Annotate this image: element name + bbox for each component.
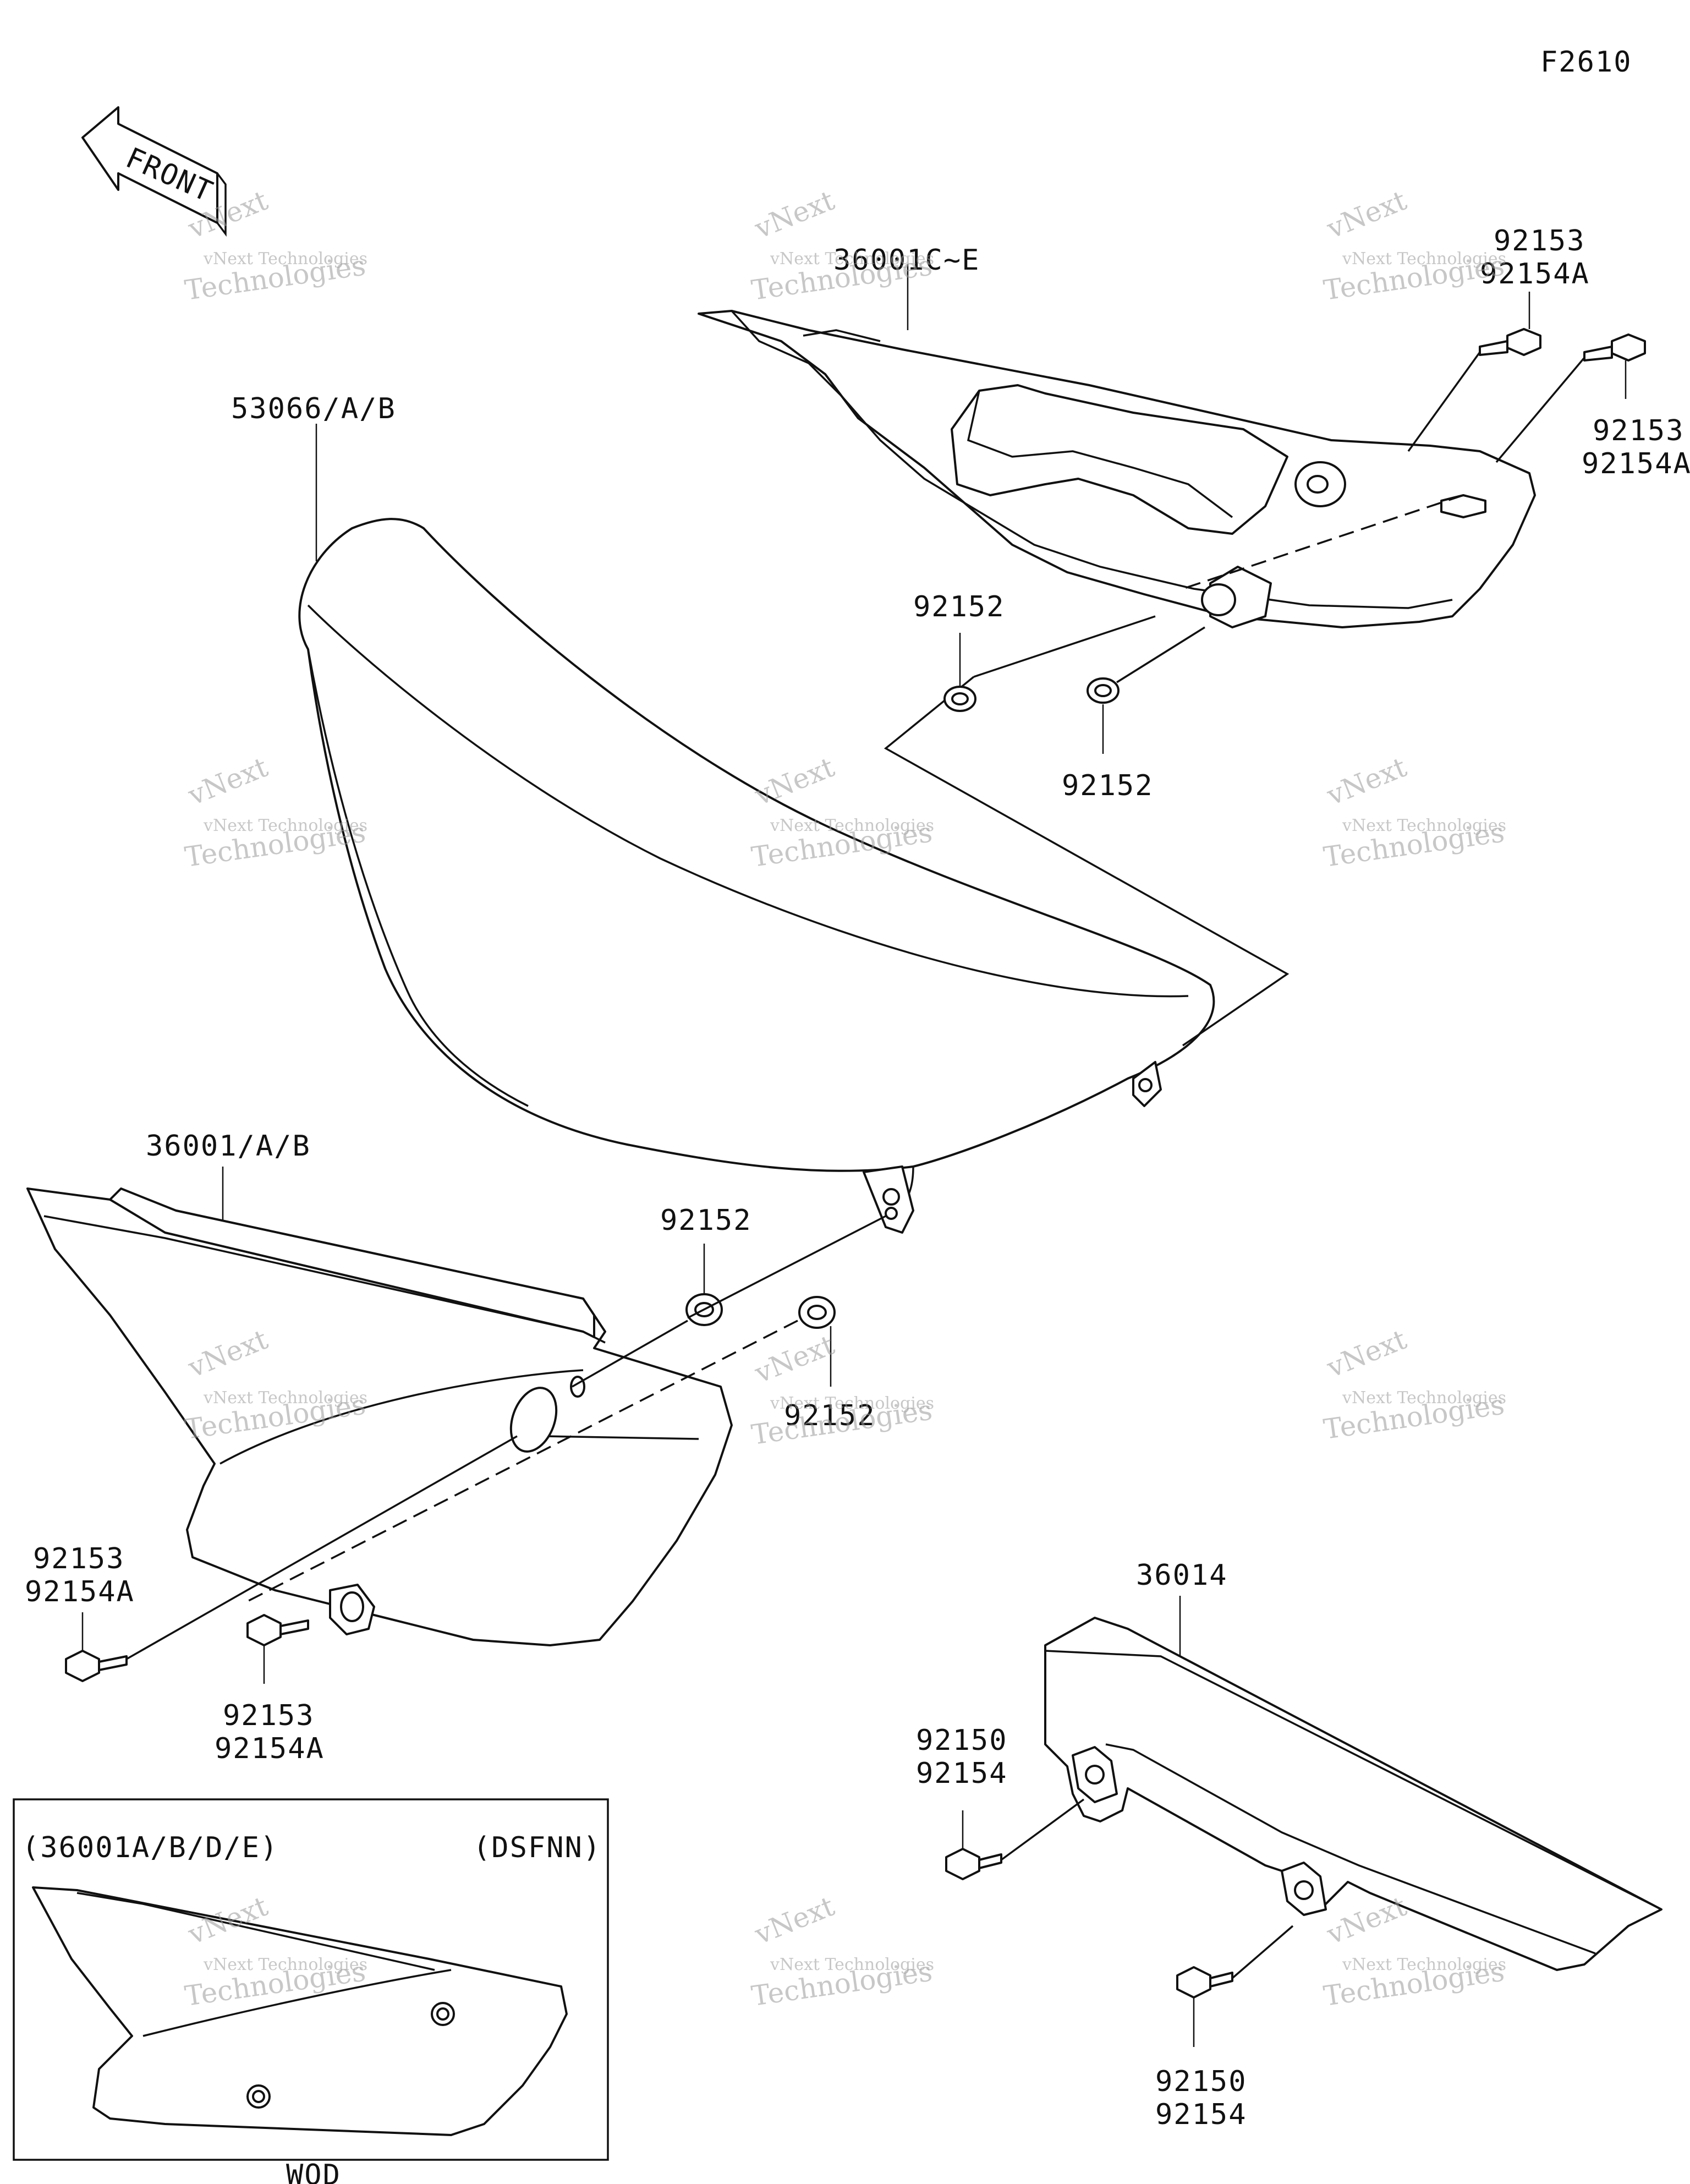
chain-guard bbox=[1044, 1617, 1662, 1971]
label-36001-a-b: 36001/A/B bbox=[146, 1130, 311, 1163]
svg-text:vNext: vNext bbox=[750, 751, 839, 812]
svg-text:vNext: vNext bbox=[750, 1329, 839, 1389]
label-92154a-a: 92154A bbox=[1480, 258, 1590, 291]
label-92150-b: 92150 bbox=[1155, 2065, 1247, 2098]
svg-text:vNext Technologies: vNext Technologies bbox=[770, 816, 934, 835]
bolt-chain-guard-1 bbox=[945, 1848, 1002, 1880]
side-cover-left bbox=[26, 1187, 733, 1646]
collar-mid-2 bbox=[798, 1296, 836, 1329]
label-92154-a: 92154 bbox=[916, 1757, 1008, 1790]
label-92154a-c: 92154A bbox=[25, 1575, 135, 1608]
svg-text:vNext Technologies: vNext Technologies bbox=[770, 1955, 934, 1974]
label-53066: 53066/A/B bbox=[231, 392, 396, 425]
svg-text:vNext Technologies: vNext Technologies bbox=[203, 249, 367, 269]
label-92153-d: 92153 bbox=[223, 1699, 315, 1732]
svg-text:vNext Technologies: vNext Technologies bbox=[770, 249, 934, 269]
seat bbox=[298, 518, 1215, 1234]
svg-text:vNext: vNext bbox=[750, 1890, 839, 1951]
svg-text:vNext: vNext bbox=[1322, 1323, 1411, 1384]
side-cover-top-right bbox=[698, 310, 1536, 628]
collar-top-right-1 bbox=[943, 686, 976, 712]
bolt-left-1 bbox=[65, 1650, 128, 1682]
svg-text:vNext Technologies: vNext Technologies bbox=[1342, 1388, 1506, 1408]
svg-text:vNext Technologies: vNext Technologies bbox=[203, 1388, 367, 1408]
collar-top-right-2 bbox=[1087, 677, 1120, 704]
inset-caption: WOD bbox=[286, 2159, 341, 2184]
svg-text:vNext Technologies: vNext Technologies bbox=[203, 1955, 367, 1974]
label-92154-b: 92154 bbox=[1155, 2098, 1247, 2131]
bolt-chain-guard-2 bbox=[1176, 1966, 1233, 1999]
label-92152-c: 92152 bbox=[660, 1204, 752, 1237]
svg-text:vNext Technologies: vNext Technologies bbox=[1342, 1955, 1506, 1974]
svg-text:vNext: vNext bbox=[1322, 751, 1411, 812]
figure-code: F2610 bbox=[1540, 46, 1632, 79]
svg-text:vNext: vNext bbox=[1322, 184, 1411, 245]
svg-text:vNext: vNext bbox=[183, 751, 272, 812]
svg-text:vNext: vNext bbox=[1322, 1890, 1411, 1951]
svg-text:vNext Technologies: vNext Technologies bbox=[203, 816, 367, 835]
svg-text:vNext Technologies: vNext Technologies bbox=[1342, 249, 1506, 269]
bolt-left-2 bbox=[246, 1614, 309, 1646]
label-92153-a: 92153 bbox=[1494, 225, 1585, 258]
inset-right-text: (DSFNN) bbox=[473, 1831, 601, 1864]
label-92150-a: 92150 bbox=[916, 1724, 1008, 1757]
label-92152-b: 92152 bbox=[1062, 769, 1154, 802]
label-92152-d: 92152 bbox=[784, 1399, 876, 1432]
bolt-top-right-2 bbox=[1583, 333, 1646, 362]
bolt-top-right-1 bbox=[1479, 328, 1541, 356]
label-92154a-b: 92154A bbox=[1582, 447, 1690, 480]
label-92154a-d: 92154A bbox=[215, 1732, 325, 1765]
label-36014: 36014 bbox=[1136, 1559, 1228, 1592]
svg-text:vNext: vNext bbox=[750, 184, 839, 245]
inset-variant-box: (36001A/B/D/E) (DSFNN) bbox=[13, 1798, 609, 2161]
svg-text:vNext Technologies: vNext Technologies bbox=[1342, 816, 1506, 835]
label-92153-c: 92153 bbox=[33, 1542, 125, 1575]
label-92152-a: 92152 bbox=[913, 590, 1005, 623]
svg-text:vNext Technologies: vNext Technologies bbox=[770, 1394, 934, 1413]
label-36001c-e: 36001C~E bbox=[833, 244, 980, 277]
label-92153-b: 92153 bbox=[1593, 414, 1684, 447]
inset-left-text: (36001A/B/D/E) bbox=[22, 1831, 278, 1864]
